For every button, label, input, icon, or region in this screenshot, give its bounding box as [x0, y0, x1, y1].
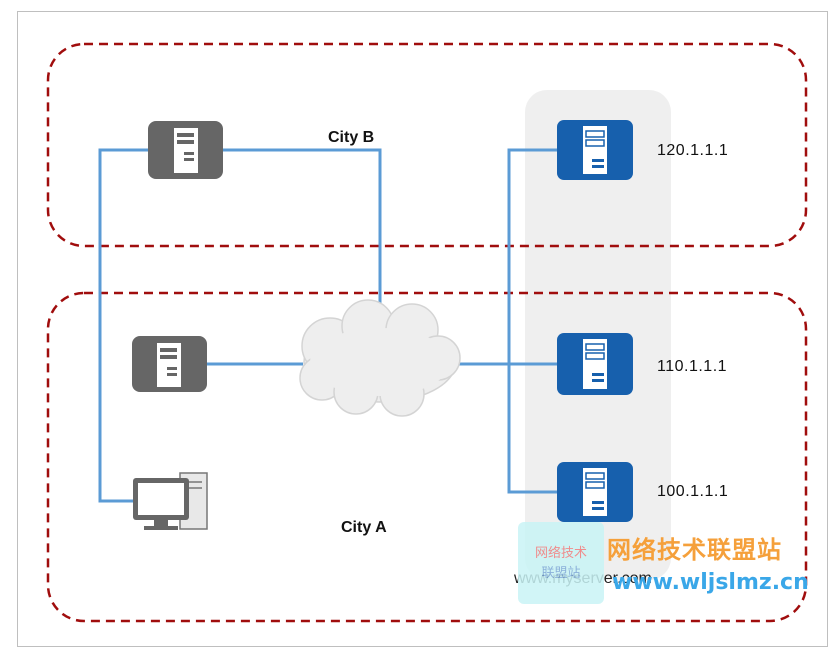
server-ip-label: 120.1.1.1: [657, 142, 729, 159]
cityb-local-dns-server-icon: [148, 121, 223, 179]
city-b-label: City B: [328, 129, 375, 146]
watermark-logo: 网络技术 联盟站: [518, 522, 604, 604]
pc-icon: [133, 472, 208, 530]
watermark-title: 网络技术联盟站: [607, 536, 782, 564]
link-server-bus: [507, 148, 557, 494]
city-a-label: City A: [341, 519, 387, 536]
server-ip-label: 110.1.1.1: [657, 358, 728, 375]
server-ip-label: 100.1.1.1: [657, 483, 729, 500]
watermark-logo-text: 网络技术: [534, 546, 587, 561]
cloud-icon: [299, 299, 461, 417]
link-cityb-dns-to-cloud: [222, 148, 382, 322]
server-100-icon: [557, 462, 633, 522]
city-a-region: [46, 291, 808, 623]
server-120-icon: [557, 120, 633, 180]
citya-local-dns-server-icon: [132, 336, 207, 392]
watermark-url: www.wljslmz.cn: [612, 570, 809, 595]
watermark-logo-text: 联盟站: [541, 566, 581, 581]
server-110-icon: [557, 333, 633, 395]
link-pc-to-cityb-dns: [98, 148, 149, 503]
